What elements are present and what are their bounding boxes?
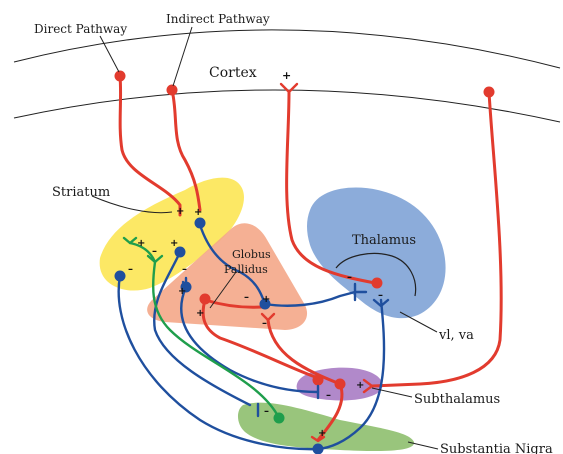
striatum-direct-neuron-axon — [198, 223, 267, 306]
thalamus-region — [307, 187, 446, 319]
label-subthalamus: Subthalamus — [414, 392, 500, 407]
sign-subthalamus-minus: – — [326, 390, 331, 401]
sign-thalamus-minus-2: – — [347, 272, 352, 283]
direct-pathway-leader-line — [99, 35, 120, 73]
cortex-to-subthalamus-axon — [370, 90, 503, 388]
sign-striatum-right-plus: + — [170, 238, 178, 249]
label-cortex: Cortex — [209, 65, 257, 81]
cortex-outer-boundary — [13, 29, 561, 69]
striatum-region — [99, 177, 244, 291]
thalamus-neuron — [371, 277, 383, 289]
cortex-right-neuron — [483, 86, 495, 98]
label-thalamus: Thalamus — [352, 233, 416, 248]
globus-red-synapse — [260, 312, 276, 322]
sign-globus-plus-3: + — [262, 294, 270, 305]
subthalamus-leader-line — [371, 387, 413, 398]
nigra-dopamine-axon — [151, 260, 281, 420]
sign-globus-minus-1: – — [182, 264, 187, 275]
substantia-nigra-leader-line — [407, 441, 439, 450]
nigra-red-synapse — [310, 435, 326, 443]
indirect-pathway-leader-line — [172, 26, 193, 87]
sign-globus-minus-2: – — [244, 292, 249, 303]
thalamus-to-cortex-synapse — [279, 82, 299, 94]
striatum-leader-line — [91, 195, 173, 214]
direct-pathway-cortical-axon — [118, 74, 182, 217]
globus-blue-neuron-2 — [259, 298, 271, 310]
thalamus-to-nigra-axon — [316, 298, 386, 451]
label-striatum: Striatum — [52, 185, 110, 200]
subthalamus-to-nigra-axon — [316, 382, 344, 442]
sign-striatum-lower-minus: – — [128, 264, 133, 275]
cortex-to-thalamus-axon — [285, 90, 377, 285]
sign-globus-plus-2: + — [196, 308, 204, 319]
globus-internal-red-axon — [203, 298, 264, 309]
sign-subthalamus-plus-1: + — [356, 380, 364, 391]
direct-pathway-cortical-neuron — [114, 70, 126, 82]
vl-va-leader-line — [399, 311, 438, 333]
globus-leader-line — [209, 271, 237, 309]
sign-thalamus-minus: – — [378, 290, 383, 301]
nigra-blue-neuron — [312, 443, 324, 454]
label-indirect-pathway: Indirect Pathway — [166, 12, 270, 26]
sign-nigra-plus: + — [318, 428, 326, 439]
sign-striatum-indirect-plus: + — [176, 206, 184, 217]
subthalamus-to-globus-axon — [201, 298, 320, 380]
sign-striatum-direct-plus: + — [194, 207, 202, 218]
globus-red-neuron — [199, 293, 211, 305]
indirect-pathway-cortical-neuron — [166, 84, 178, 96]
dopamine-synapse-2 — [122, 236, 138, 245]
subthalamus-input-synapse — [362, 378, 374, 394]
cortex-inner-boundary — [13, 89, 561, 123]
globus-to-thalamus-axon — [263, 290, 357, 307]
striatum-indirect-neuron — [174, 246, 186, 258]
indirect-pathway-cortical-axon — [170, 88, 202, 212]
label-direct-pathway: Direct Pathway — [34, 22, 127, 36]
globus-to-subthalamus-axon — [180, 285, 320, 394]
dopamine-synapse-1 — [146, 254, 164, 264]
sign-striatum-mid-minus: – — [152, 246, 157, 257]
nigra-dopamine-neuron — [273, 412, 285, 424]
thalamus-inhibitory-synapse-2 — [372, 298, 390, 308]
sign-globus-plus-1: + — [178, 286, 186, 297]
subthalamus-to-globus-axon-2 — [266, 318, 342, 386]
sign-striatum-upper-plus: + — [137, 238, 145, 249]
label-globus: Globus — [232, 248, 271, 261]
nigra-dopamine-branch — [128, 241, 157, 264]
label-vl-va: vl, va — [438, 328, 474, 343]
striatum-indirect-neuron-axon — [153, 250, 252, 407]
sign-nigra-minus: – — [264, 406, 269, 417]
thalamus-vl-va-contour — [335, 252, 417, 297]
globus-inhibitory-synapse — [181, 276, 191, 292]
sign-globus-minus-3: – — [262, 318, 267, 329]
striatum-direct-neuron — [194, 217, 206, 229]
striatum-lower-neuron — [114, 270, 126, 282]
striatum-lower-neuron-axon — [117, 274, 320, 451]
subthalamus-neuron-2 — [334, 378, 346, 390]
label-substantia-nigra: Substantia Nigra — [440, 442, 553, 454]
thalamus-inhibitory-synapse — [353, 282, 368, 302]
sign-thalamus-cortex-plus: + — [282, 69, 291, 82]
label-pallidus: Pallidus — [224, 263, 268, 276]
subthalamus-neuron-1 — [312, 374, 324, 386]
